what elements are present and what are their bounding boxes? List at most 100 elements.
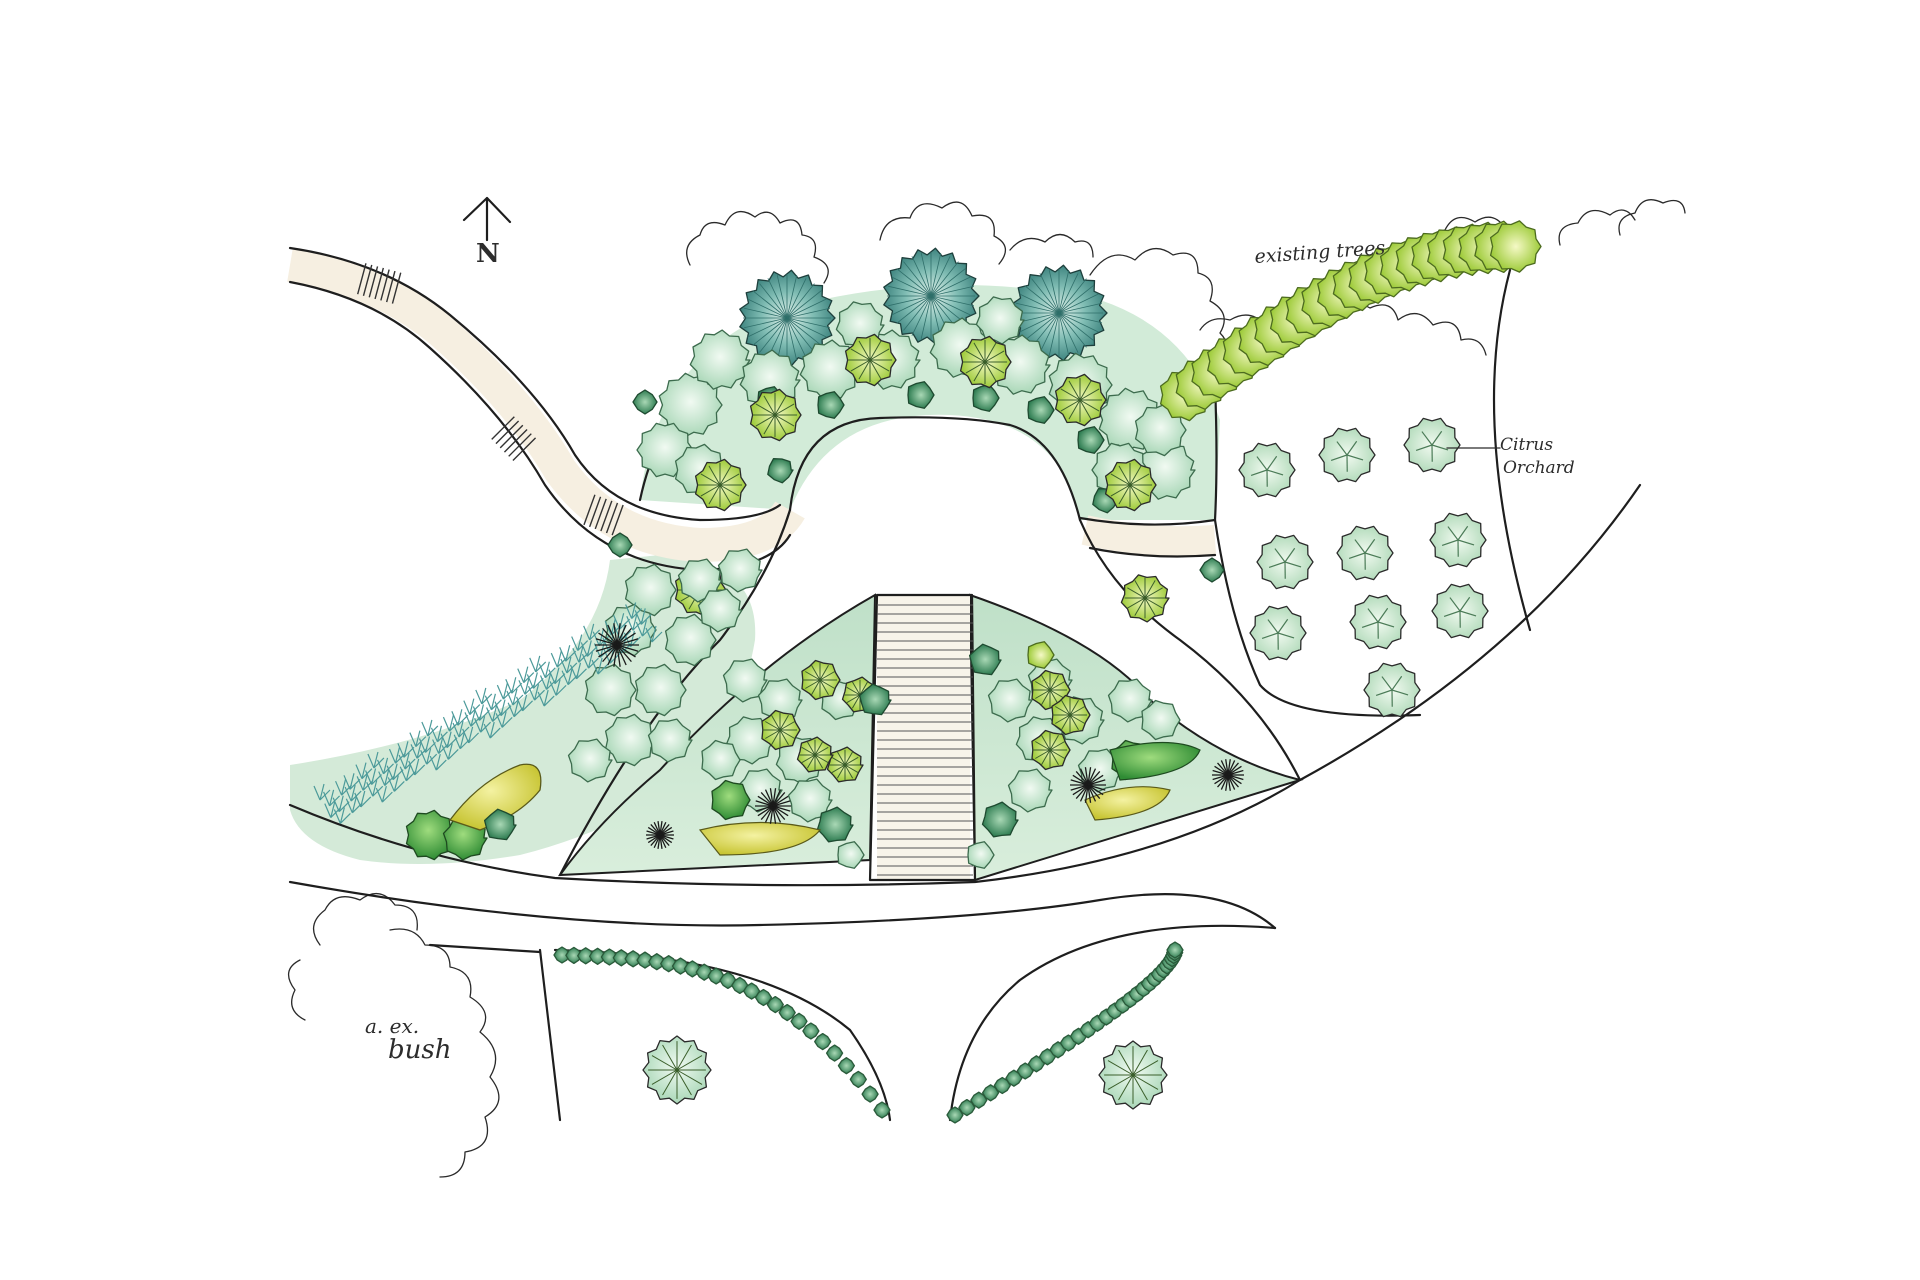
yellow-shrub [698,821,822,856]
grass-strip [313,602,663,824]
dark-shrub [968,643,1002,676]
path-crossing [357,263,402,304]
lime-shrub [1051,694,1091,736]
citrus-tree [1256,534,1314,590]
teal-tree [1011,264,1108,362]
mint-shrub [689,329,751,390]
dark-shrub [816,806,854,843]
hedge-bead [766,995,784,1014]
green-shrub [405,809,456,861]
bush-label-line1: a. ex. [365,1014,419,1038]
stair-treads [877,604,973,876]
lime-shrub [844,333,897,387]
hedge-bead [958,1098,976,1117]
spiky-plant [595,623,639,667]
citrus-tree [1249,605,1307,661]
lime-shrub [749,388,802,442]
mint-shrub [664,613,717,667]
lime-shrub [1120,574,1170,623]
plants [313,220,1542,1124]
hedge-bead [648,953,666,971]
mint-shrub [787,778,833,823]
hedge-bead [1166,941,1184,959]
dark-shrub [1027,396,1055,424]
hedge-bead [565,946,583,965]
hedge-bead [742,982,761,1000]
mint-shrub [837,841,865,869]
citrus-tree [1403,417,1461,473]
yellow-shrub [1084,786,1171,821]
paths [287,246,1217,882]
citrus-label-line1: Citrus [1500,435,1553,455]
lime-shrub [1054,373,1107,427]
citrus-tree [1429,512,1487,568]
dark-shrub [1199,557,1225,583]
spiky-plant [646,821,674,849]
teal-tree [739,269,836,367]
green-shrub [711,779,751,821]
teal-tree [883,247,980,345]
hedge-bead [577,947,595,965]
citrus-tree [1363,662,1421,718]
mint-shrub [634,663,687,717]
citrus-tree [1318,427,1376,483]
existing-bush-label: a. ex. bush [365,1014,451,1065]
hedge-bead [754,988,773,1007]
hedge-bead [778,1003,796,1022]
citrus-tree [1431,583,1489,639]
hedge-bead [814,1032,832,1051]
lime-shrub [761,709,801,751]
dark-shrub [607,532,633,558]
citrus-orchard-label: Citrus Orchard [1446,435,1575,478]
lawn-tree [1098,1040,1168,1110]
mint-shrub [975,296,1025,345]
lime-shrub [826,746,864,783]
citrus-label-line2: Orchard [1503,458,1575,478]
hedge-bead [660,955,678,973]
hedge-bead [970,1091,988,1109]
mint-shrub [717,548,763,593]
mint-shrub [1007,768,1053,813]
mint-shrub [647,718,693,763]
mint-shrub [701,739,741,781]
lawn-tree [642,1035,712,1105]
mint-shrub [604,713,657,767]
lime-shrub [801,659,841,701]
north-arrow: N [462,196,512,269]
mint-shrub [624,563,677,617]
bush-label-line2: bush [388,1035,451,1065]
hedge-bead [802,1022,820,1040]
hedge-bead [861,1085,879,1103]
dark-shrub [817,391,845,419]
dark-shrub [1077,426,1105,454]
north-arrow-icon [462,196,512,242]
lime-shrub [796,736,834,773]
hedge-bead [993,1076,1011,1095]
hedge-bead [790,1012,808,1030]
citrus-tree [1238,442,1296,498]
dark-shrub [907,381,935,409]
lime-shrub [694,458,747,512]
mint-shrub [1141,699,1181,741]
dark-shrub [767,458,794,484]
spiky-plant [755,788,791,824]
mint-shrub [967,841,995,869]
hedge-bead [612,949,630,967]
path-crossings [357,263,624,536]
hedge-bead [553,946,571,964]
hedge-bead [873,1101,891,1119]
plan-lines [288,268,1642,1122]
hedge-bead [825,1044,844,1062]
path-crossing [583,494,624,536]
hedge-bead [636,951,654,969]
dark-shrub [858,683,892,716]
mint-shrub [1107,678,1153,723]
hedge-bead [981,1084,1000,1102]
mint-shrub [567,738,613,783]
hedge-bead [1005,1069,1023,1087]
hedge-bead [837,1057,856,1075]
lime-shrub [959,335,1012,389]
dark-shrub [981,801,1019,838]
mint-shrub [697,588,743,633]
